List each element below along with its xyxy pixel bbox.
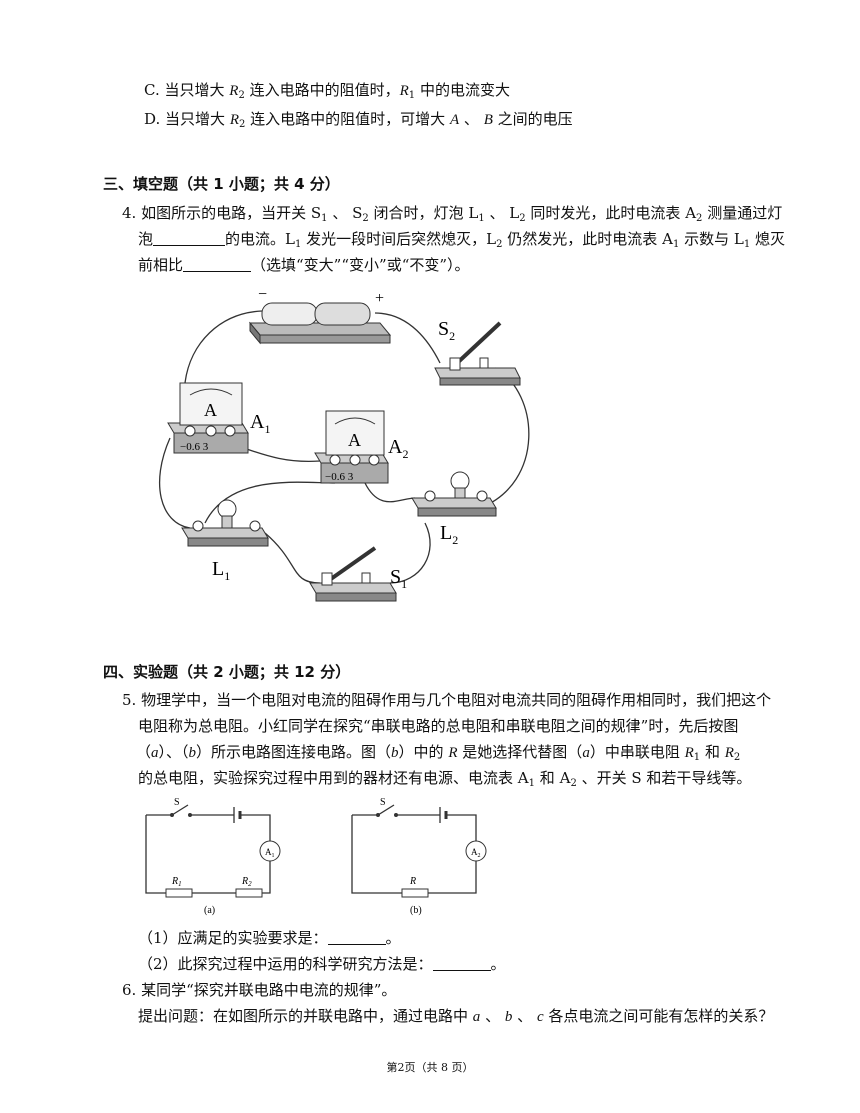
circuit-diagram-b: A2 S R (b) — [351, 797, 487, 916]
caption-a: (a) — [204, 905, 215, 916]
lamp-l1-icon: L1 — [181, 499, 269, 583]
l1-label: L1 — [212, 558, 230, 583]
q4-line-3: 前相比（选填“变大”“变小”或“不变”）。 — [138, 256, 470, 274]
q5-line-1: 5. 物理学中，当一个电阻对电流的阻碍作用与几个电阻对电流共同的阻碍作用相同时，… — [122, 691, 772, 709]
q4-circuit-figure: − + S2 A −0.6 3 A1 A −0.6 3 A2 — [158, 286, 530, 602]
q5-blank-2[interactable] — [432, 955, 491, 971]
a1-label: A1 — [250, 411, 270, 436]
circuit-diagram-a: A1 S R1 R2 (a) — [145, 797, 281, 916]
ammeter-a2-symbol — [465, 840, 487, 862]
svg-text:A: A — [204, 400, 217, 420]
caption-b: (b) — [410, 905, 422, 916]
switch-s-label-b: S — [380, 797, 386, 808]
option-c: C. 当只增大 R2 连入电路中的阻值时，R1 中的电流变大 — [144, 81, 510, 101]
switch-s-label: S — [174, 797, 180, 808]
battery-plus-label: + — [375, 290, 384, 307]
q5-sub-2: （2）此探究过程中运用的科学研究方法是：。 — [138, 955, 506, 973]
ammeter-a1-icon: A −0.6 3 A1 — [167, 382, 270, 454]
svg-text:A: A — [348, 430, 361, 450]
l2-label: L2 — [440, 522, 458, 547]
q4-line-1: 4. 如图所示的电路，当开关 S1 、 S2 闭合时，灯泡 L1 、 L2 同时… — [122, 204, 783, 224]
section-title-fill-in: 三、填空题（共 1 小题；共 4 分） — [103, 175, 340, 193]
option-d: D. 当只增大 R2 连入电路中的阻值时，可增大 A 、 B 之间的电压 — [144, 110, 573, 130]
svg-text:A2: A2 — [471, 847, 481, 859]
section-title-experiment: 四、实验题（共 2 小题；共 12 分） — [103, 663, 351, 681]
q5-sub-1: （1）应满足的实验要求是：。 — [138, 929, 401, 947]
switch-s2-icon: S2 — [434, 318, 521, 386]
r2-label: R2 — [241, 876, 252, 888]
a2-label: A2 — [388, 436, 408, 461]
r-label: R — [409, 876, 416, 887]
q6-line-2: 提出问题：在如图所示的并联电路中，通过电路中 a 、 b 、 c 各点电流之间可… — [138, 1007, 774, 1025]
q5-line-3: （a）、（b）所示电路图连接电路。图（b）中的 R 是她选择代替图（a）中串联电… — [136, 743, 741, 763]
q5-blank-1[interactable] — [327, 929, 386, 945]
svg-text:−0.6 3: −0.6 3 — [180, 441, 209, 453]
ammeter-a2-icon: A −0.6 3 A2 — [314, 410, 408, 484]
q4-blank-2[interactable] — [183, 256, 252, 272]
battery-icon: − + — [248, 286, 392, 345]
q4-line-2: 泡的电流。L1 发光一段时间后突然熄灭，L2 仍然发光，此时电流表 A1 示数与… — [138, 230, 786, 250]
ammeter-a1-symbol — [259, 840, 281, 862]
page-footer: 第2页（共 8 页） — [386, 1061, 474, 1074]
r1-label: R1 — [171, 876, 182, 888]
s1-label: S1 — [390, 566, 407, 591]
q4-blank-1[interactable] — [153, 230, 226, 246]
svg-text:A1: A1 — [265, 847, 275, 859]
q5-line-4: 的总电阻，实验探究过程中用到的器材还有电源、电流表 A1 和 A2 、开关 S … — [138, 769, 752, 789]
svg-text:−0.6 3: −0.6 3 — [325, 471, 354, 483]
battery-minus-label: − — [258, 286, 267, 303]
s2-label: S2 — [438, 318, 455, 343]
q5-line-2: 电阻称为总电阻。小红同学在探究“串联电路的总电阻和串联电阻之间的规律”时，先后按… — [138, 717, 739, 735]
switch-s1-icon: S1 — [309, 546, 407, 602]
lamp-l2-icon: L2 — [411, 471, 497, 547]
q6-line-1: 6. 某同学“探究并联电路中电流的规律”。 — [122, 981, 397, 999]
